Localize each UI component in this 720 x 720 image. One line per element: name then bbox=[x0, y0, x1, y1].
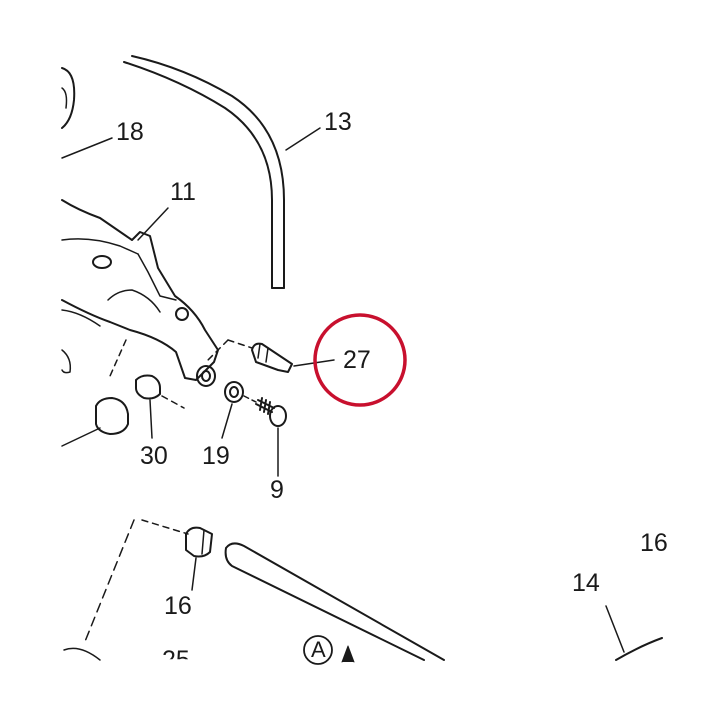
highlight-circle-27 bbox=[313, 313, 407, 407]
screw-9 bbox=[255, 397, 275, 415]
leader-line-30 bbox=[149, 399, 153, 439]
leader-line-13 bbox=[285, 127, 321, 151]
part-number-16-right: 16 bbox=[640, 529, 668, 557]
grommet-30 bbox=[95, 397, 129, 435]
part-number-30: 30 bbox=[140, 442, 168, 470]
leader-line-11 bbox=[137, 207, 169, 241]
part-number-27: 27 bbox=[343, 346, 371, 374]
hose-13 bbox=[123, 55, 285, 289]
part-14-curve bbox=[615, 637, 663, 661]
leader-line-14 bbox=[605, 605, 625, 653]
leader-line-16 bbox=[191, 557, 197, 591]
part-number-16-left: 16 bbox=[164, 592, 192, 620]
frame-fragment-top bbox=[61, 67, 76, 129]
bracket-washer bbox=[196, 365, 216, 387]
part-number-18: 18 bbox=[116, 118, 144, 146]
part-number-25: 25 bbox=[162, 646, 190, 674]
part-number-13: 13 bbox=[324, 108, 352, 136]
clip-27 bbox=[251, 342, 293, 373]
washer-19 bbox=[224, 381, 244, 403]
part-number-14: 14 bbox=[572, 569, 600, 597]
frame-hole bbox=[92, 255, 112, 269]
collar-30 bbox=[135, 374, 161, 400]
view-marker-letter: A bbox=[311, 637, 326, 662]
leader-line-19 bbox=[221, 403, 233, 439]
dash-line-16 bbox=[141, 519, 189, 535]
frame-bracket bbox=[61, 199, 219, 381]
view-marker-circle bbox=[303, 635, 333, 665]
part-number-19: 19 bbox=[202, 442, 230, 470]
leader-line-18 bbox=[61, 137, 113, 159]
part-number-9: 9 bbox=[270, 476, 284, 504]
part-number-11: 11 bbox=[170, 178, 196, 206]
clamp-16 bbox=[185, 526, 213, 558]
dash-line-bracket bbox=[109, 339, 185, 409]
hose-lower bbox=[224, 542, 445, 661]
